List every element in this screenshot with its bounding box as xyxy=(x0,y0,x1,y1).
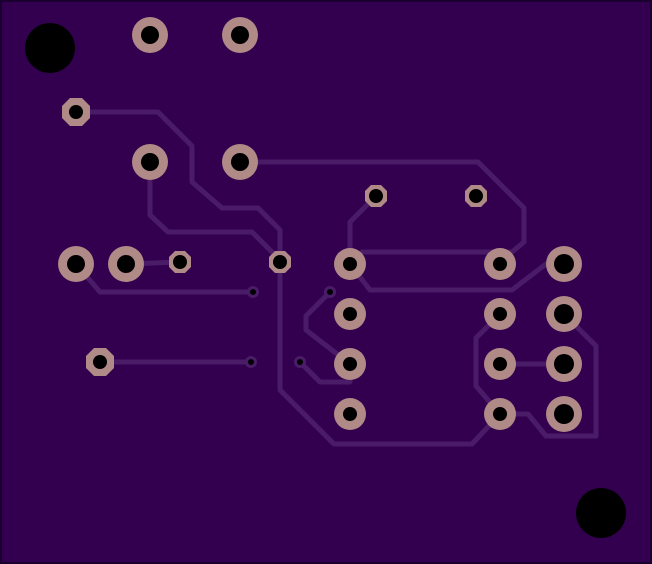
pad xyxy=(546,296,582,332)
octagon-pad xyxy=(62,98,90,126)
vias xyxy=(245,286,336,368)
trace xyxy=(497,311,599,439)
octagon-pad xyxy=(86,348,114,376)
ic-pad xyxy=(334,298,366,330)
pad xyxy=(546,396,582,432)
pad xyxy=(222,17,258,53)
round-pads xyxy=(58,17,582,432)
pad xyxy=(58,246,94,282)
ic-footprint-pads xyxy=(334,248,516,430)
ic-pad xyxy=(484,298,516,330)
ic-pad xyxy=(484,248,516,280)
trace xyxy=(73,109,283,265)
via xyxy=(294,356,306,368)
octagon-pads xyxy=(62,98,487,376)
octagon-pad xyxy=(169,251,191,273)
pad xyxy=(222,144,258,180)
mounting-hole-top-left xyxy=(25,23,75,73)
trace xyxy=(235,159,527,267)
via xyxy=(247,286,259,298)
ic-pad xyxy=(334,248,366,280)
trace xyxy=(473,311,503,417)
via xyxy=(324,286,336,298)
ic-pad xyxy=(334,398,366,430)
pad xyxy=(546,346,582,382)
trace xyxy=(303,289,353,367)
ic-pad xyxy=(484,348,516,380)
pad xyxy=(132,17,168,53)
pad xyxy=(132,144,168,180)
via xyxy=(245,356,257,368)
mounting-hole-bottom-right xyxy=(576,488,626,538)
trace xyxy=(277,259,503,447)
pad xyxy=(108,246,144,282)
octagon-pad xyxy=(465,185,487,207)
octagon-pad xyxy=(269,251,291,273)
ic-pad xyxy=(334,348,366,380)
ic-pad xyxy=(484,398,516,430)
pad xyxy=(546,246,582,282)
octagon-pad xyxy=(365,185,387,207)
